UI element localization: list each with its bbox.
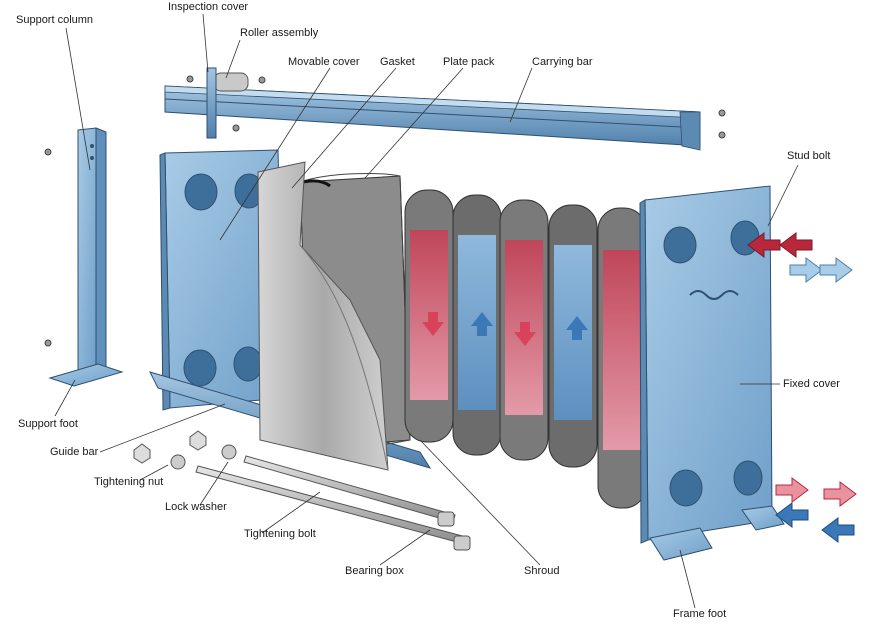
lock-washers: [170, 444, 237, 470]
tightening-nuts: [133, 430, 207, 464]
label-lock-washer: Lock washer: [165, 501, 227, 513]
label-tightening-nut: Tightening nut: [94, 476, 164, 488]
label-support-column: Support column: [16, 14, 94, 26]
leader-lines: [54, 13, 799, 609]
movable-cover: [159, 149, 285, 411]
bearing-boxes: [437, 511, 471, 551]
alfa-laval-logo-icon: [689, 290, 739, 300]
label-guide-bar: Guide bar: [50, 446, 99, 458]
fixed-cover: [639, 185, 773, 544]
label-fixed-cover: Fixed cover: [783, 378, 840, 390]
label-roller-assembly: Roller assembly: [240, 27, 319, 39]
frame-foot: [649, 527, 713, 561]
support-column: [44, 127, 107, 375]
label-stud-bolt: Stud bolt: [787, 150, 831, 162]
frame-foot-rear: [741, 505, 785, 531]
roller-assembly: [186, 67, 726, 139]
support-foot: [48, 363, 124, 387]
label-support-foot: Support foot: [18, 418, 78, 430]
label-movable-cover: Movable cover: [288, 56, 360, 68]
label-plate-pack: Plate pack: [443, 56, 495, 68]
label-tightening-bolt: Tightening bolt: [244, 528, 316, 540]
tightening-bolts: [195, 455, 471, 546]
flow-arrows: [747, 232, 857, 543]
label-gasket: Gasket: [380, 56, 415, 68]
label-bearing-box: Bearing box: [345, 565, 404, 577]
label-inspection-cover: Inspection cover: [168, 1, 249, 13]
label-frame-foot: Frame foot: [673, 608, 727, 620]
label-carrying-bar: Carrying bar: [532, 56, 593, 68]
carrying-bar: [164, 85, 701, 151]
label-shroud: Shroud: [524, 565, 560, 577]
shroud: [257, 161, 389, 471]
